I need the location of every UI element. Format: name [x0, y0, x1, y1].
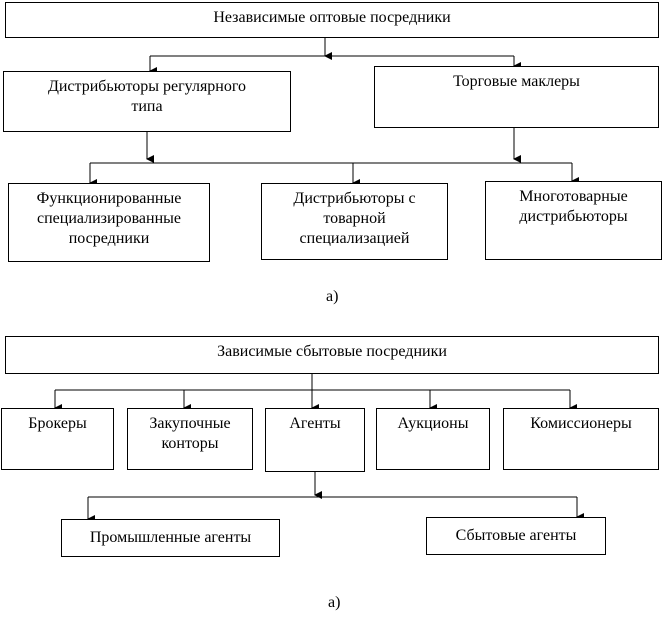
- a-distributors-box: Дистрибьюторы регулярного типа: [3, 71, 291, 132]
- a-multi-label: Многотоварные дистрибьюторы: [519, 188, 628, 225]
- b-industrial-label: Промышленные агенты: [89, 529, 252, 546]
- b-brokers-label: Брокеры: [28, 415, 87, 432]
- a-brokers-box: Торговые маклеры: [374, 66, 659, 128]
- b-root-label: Зависимые сбытовые посредники: [217, 343, 447, 360]
- a-commodity-box: Дистрибьюторы с товарной специализацией: [261, 183, 448, 260]
- b-auctions-label: Аукционы: [397, 415, 469, 432]
- a-brokers-label: Торговые маклеры: [453, 73, 580, 90]
- b-commission-box: Комиссионеры: [503, 408, 659, 470]
- a-functional-label: Функционированные специализированные пос…: [36, 190, 182, 247]
- b-agents-box: Агенты: [265, 408, 365, 472]
- b-sales-box: Сбытовые агенты: [426, 517, 606, 555]
- a-commodity-label: Дистрибьюторы с товарной специализацией: [293, 190, 416, 247]
- a-multi-box: Многотоварные дистрибьюторы: [485, 181, 662, 260]
- b-commission-label: Комиссионеры: [530, 415, 632, 432]
- b-sales-label: Сбытовые агенты: [455, 527, 577, 544]
- b-caption: а): [328, 594, 341, 611]
- b-auctions-box: Аукционы: [376, 408, 490, 470]
- b-purchasing-box: Закупочные конторы: [127, 408, 253, 470]
- a-functional-box: Функционированные специализированные пос…: [8, 183, 210, 262]
- b-industrial-box: Промышленные агенты: [61, 519, 280, 557]
- b-root-box: Зависимые сбытовые посредники: [5, 336, 659, 374]
- b-purchasing-label: Закупочные конторы: [149, 415, 231, 452]
- a-root-box: Независимые оптовые посредники: [5, 2, 659, 38]
- a-root-label: Независимые оптовые посредники: [213, 9, 451, 26]
- b-agents-label: Агенты: [289, 415, 341, 432]
- a-caption: а): [326, 288, 339, 305]
- a-distributors-label: Дистрибьюторы регулярного типа: [47, 78, 247, 115]
- b-brokers-box: Брокеры: [1, 408, 114, 470]
